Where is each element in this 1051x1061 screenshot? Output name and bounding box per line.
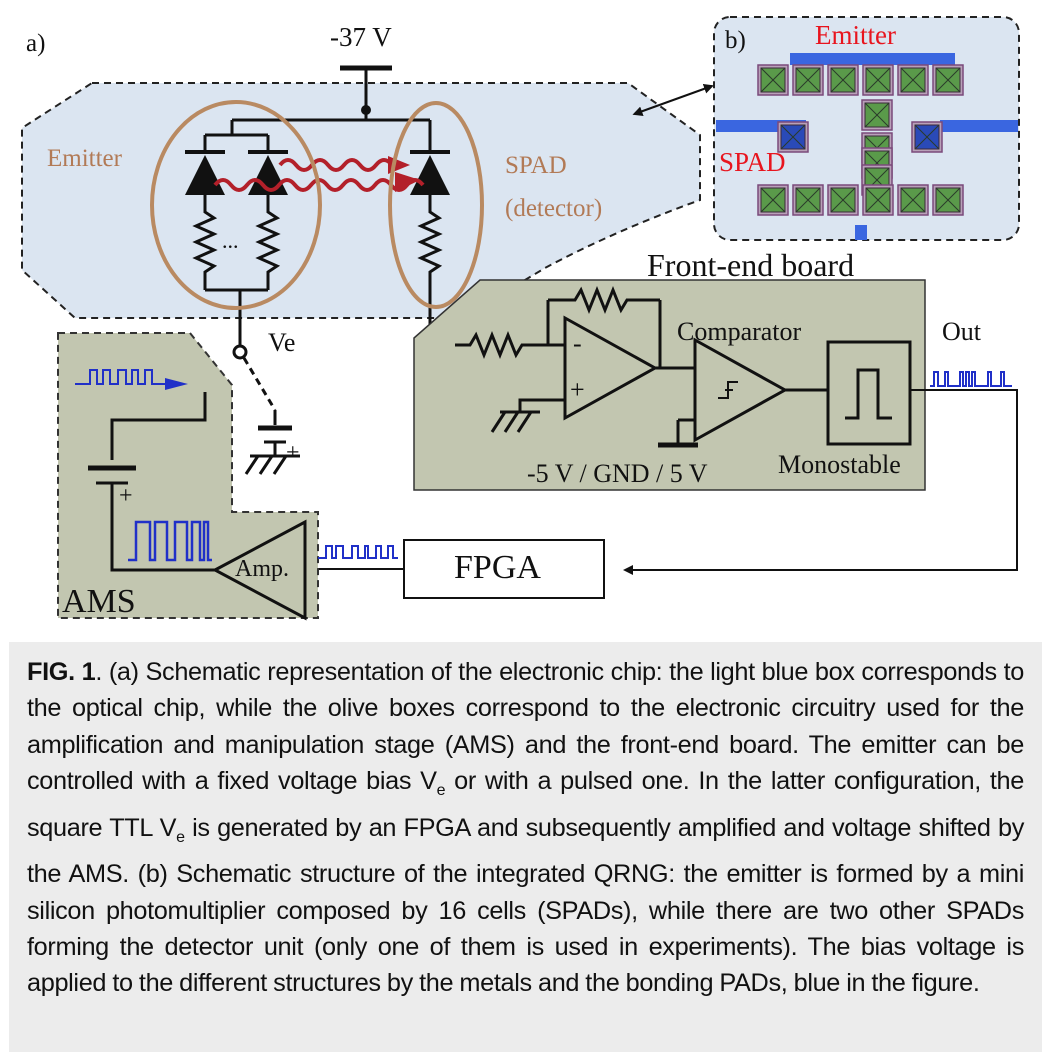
panel-a-label: a) xyxy=(26,30,46,57)
fpga-label: FPGA xyxy=(454,549,541,586)
emitter-cell xyxy=(757,64,789,96)
emitter-cell xyxy=(757,184,789,216)
figure-caption: FIG. 1. (a) Schematic representation of … xyxy=(9,642,1042,1052)
panel-b-label: b) xyxy=(725,27,746,54)
op-amp-plus: + xyxy=(570,375,585,404)
caption-text-3: is generated by an FPGA and subsequently… xyxy=(27,813,1024,998)
monostable-label: Monostable xyxy=(778,450,901,479)
caption-fig-label: FIG. 1 xyxy=(27,658,96,686)
ams-wiring xyxy=(88,392,215,572)
out-label: Out xyxy=(942,317,981,346)
optical-chip-region xyxy=(21,82,701,319)
caption-text-2: or with a pulsed one. In the latter conf… xyxy=(27,767,1024,842)
spad-label: SPAD xyxy=(505,152,567,179)
input-resistor xyxy=(455,285,662,368)
figure-1-schematic: ... xyxy=(21,16,1020,621)
monostable xyxy=(623,340,1018,575)
ams-input-pulse xyxy=(75,369,165,385)
caption-subscript-2: e xyxy=(176,828,185,846)
ve-label: Ve xyxy=(268,328,296,357)
detector-spad-cell xyxy=(777,121,809,153)
panel-b-spad-label: SPAD xyxy=(719,147,786,177)
caption-subscript-1: e xyxy=(436,782,446,800)
emitter-cell xyxy=(792,184,824,216)
power-rails-label: -5 V / GND / 5 V xyxy=(527,459,708,488)
ve-battery-plus: + xyxy=(286,440,300,466)
emitter-resistors xyxy=(192,205,281,345)
spad-diode xyxy=(410,150,455,347)
spad-ellipse xyxy=(388,101,484,309)
fpga-output-pulse xyxy=(318,545,398,559)
emitter-cell xyxy=(862,64,894,96)
emitter-cell xyxy=(792,64,824,96)
ams-input-arrowhead xyxy=(165,378,188,390)
amp-output-pulse xyxy=(128,520,212,562)
emitter-ellipsis: ... xyxy=(222,228,239,253)
detector-label: (detector) xyxy=(505,195,603,222)
ams-region xyxy=(57,332,319,619)
emitter-cell xyxy=(897,64,929,96)
emitter-cell xyxy=(932,184,964,216)
ve-switch xyxy=(232,344,300,475)
emitter-cell xyxy=(827,64,859,96)
panel-b-emitter-label: Emitter xyxy=(815,20,896,50)
fpga-block xyxy=(403,539,605,599)
caption-text-1: . (a) Schematic representation of the el… xyxy=(27,658,1024,796)
emitter-label: Emitter xyxy=(47,145,122,172)
panel-b-structure xyxy=(716,53,1018,240)
amp-label: Amp. xyxy=(235,556,289,582)
emitter-cell xyxy=(862,184,894,216)
ams-battery-plus: + xyxy=(119,483,133,509)
op-amp-minus: - xyxy=(573,329,582,358)
comparator-label: Comparator xyxy=(677,317,802,346)
op-amp xyxy=(490,315,695,433)
photon-arrowhead-1 xyxy=(395,172,420,192)
caption-paragraph: FIG. 1. (a) Schematic representation of … xyxy=(27,654,1024,1002)
front-end-board xyxy=(413,279,926,491)
amplifier xyxy=(211,519,307,621)
emitter-cell xyxy=(827,184,859,216)
supply-voltage-label: -37 V xyxy=(330,22,392,52)
emitter-cell xyxy=(861,99,893,131)
front-end-title: Front-end board xyxy=(647,247,855,283)
zoom-link-arrow xyxy=(632,84,714,117)
emitter-cell xyxy=(897,184,929,216)
supply-node xyxy=(203,65,432,150)
ams-label: AMS xyxy=(62,583,136,620)
comparator xyxy=(658,337,828,448)
detector-spad-cell xyxy=(911,121,943,153)
emitter-cell xyxy=(932,64,964,96)
emitter-ellipse xyxy=(150,100,322,310)
out-pulse-train xyxy=(930,371,1012,387)
